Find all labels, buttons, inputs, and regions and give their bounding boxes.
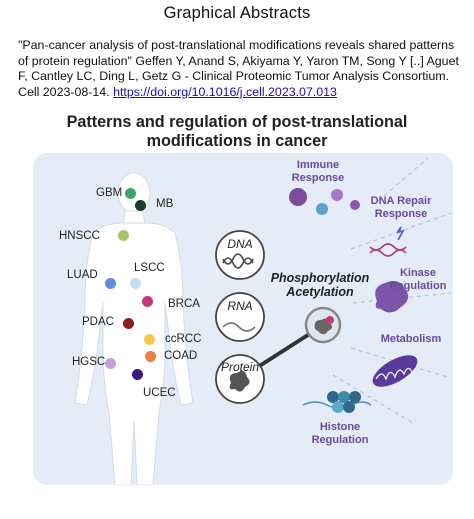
cancer-dot-pdac xyxy=(123,318,134,329)
cancer-label-lscc: LSCC xyxy=(134,262,165,274)
histone-line1: Histone xyxy=(319,421,361,433)
histone-icon xyxy=(302,391,372,413)
metabolism-label: Metabolism xyxy=(380,333,442,345)
abstract-illustration xyxy=(74,157,452,485)
histone-line2: Regulation xyxy=(311,434,369,446)
dna-repair-line1: DNA Repair xyxy=(370,195,432,207)
rna-label: RNA xyxy=(227,299,253,313)
dna-circle xyxy=(215,230,265,280)
cancer-label-ucec: UCEC xyxy=(143,387,176,399)
dna-repair-line2: Response xyxy=(374,208,428,220)
cancer-label-coad: COAD xyxy=(164,350,198,362)
cancer-dot-mb xyxy=(135,200,146,211)
cancer-label-luad: LUAD xyxy=(67,269,98,281)
ptm-label: Phosphorylation Acetylation xyxy=(265,271,375,299)
cancer-dot-coad xyxy=(145,351,156,362)
cancer-dot-lscc xyxy=(130,278,141,289)
page-heading: Graphical Abstracts xyxy=(163,4,311,22)
abstract-panel: GBM MB HNSCC LSCC LUAD BRCA PDAC ccRCC COAD HGSC U… xyxy=(33,153,453,485)
immune-line2: Response xyxy=(291,172,345,184)
kinase-icon xyxy=(375,281,409,313)
cancer-dot-hnscc xyxy=(118,230,129,241)
cancer-label-brca: BRCA xyxy=(168,298,200,310)
histone-regulation-label: Histone Regulation xyxy=(305,421,375,447)
immune-line1: Immune xyxy=(296,159,340,171)
cancer-label-ccrcc: ccRCC xyxy=(165,333,202,345)
cancer-dot-gbm xyxy=(125,188,136,199)
immune-response-label: Immune Response xyxy=(283,159,353,185)
citation: "Pan-cancer analysis of post-translation… xyxy=(18,38,462,100)
cancer-dot-ucec xyxy=(132,369,143,380)
cancer-label-pdac: PDAC xyxy=(82,316,114,328)
cancer-label-hnscc: HNSCC xyxy=(59,230,100,242)
ptm-line1: Phosphorylation xyxy=(270,271,370,285)
kinase-regulation-label: Kinase Regulation xyxy=(383,267,453,293)
figure-title-line2: modifications in cancer xyxy=(146,132,328,150)
dna-repair-label: DNA Repair Response xyxy=(361,195,441,221)
protein-circle xyxy=(215,354,265,404)
cancer-dot-ccrcc xyxy=(144,334,155,345)
protein-label: Protein xyxy=(220,360,260,374)
figure-title: Patterns and regulation of post-translat… xyxy=(0,113,474,151)
rna-circle xyxy=(215,292,265,342)
cancer-label-mb: MB xyxy=(156,198,174,210)
magnifier-icon xyxy=(259,306,342,367)
ptm-line2: Acetylation xyxy=(286,285,354,299)
dna-repair-icon xyxy=(369,226,407,257)
dna-label: DNA xyxy=(227,237,253,251)
citation-text: "Pan-cancer analysis of post-translation… xyxy=(18,38,459,99)
cancer-dot-luad xyxy=(105,278,116,289)
cancer-dot-hgsc xyxy=(105,358,116,369)
figure-title-line1: Patterns and regulation of post-translat… xyxy=(66,113,408,131)
mitochondrion-icon xyxy=(372,355,418,387)
kinase-line2: Regulation xyxy=(389,280,447,292)
doi-link[interactable]: https://doi.org/10.1016/j.cell.2023.07.0… xyxy=(113,84,337,99)
cancer-dot-brca xyxy=(142,296,153,307)
cancer-label-gbm: GBM xyxy=(96,187,123,199)
cancer-label-hgsc: HGSC xyxy=(72,356,106,368)
kinase-line1: Kinase xyxy=(399,267,437,279)
immune-cells-icon xyxy=(289,188,360,215)
human-body-icon xyxy=(74,172,194,485)
